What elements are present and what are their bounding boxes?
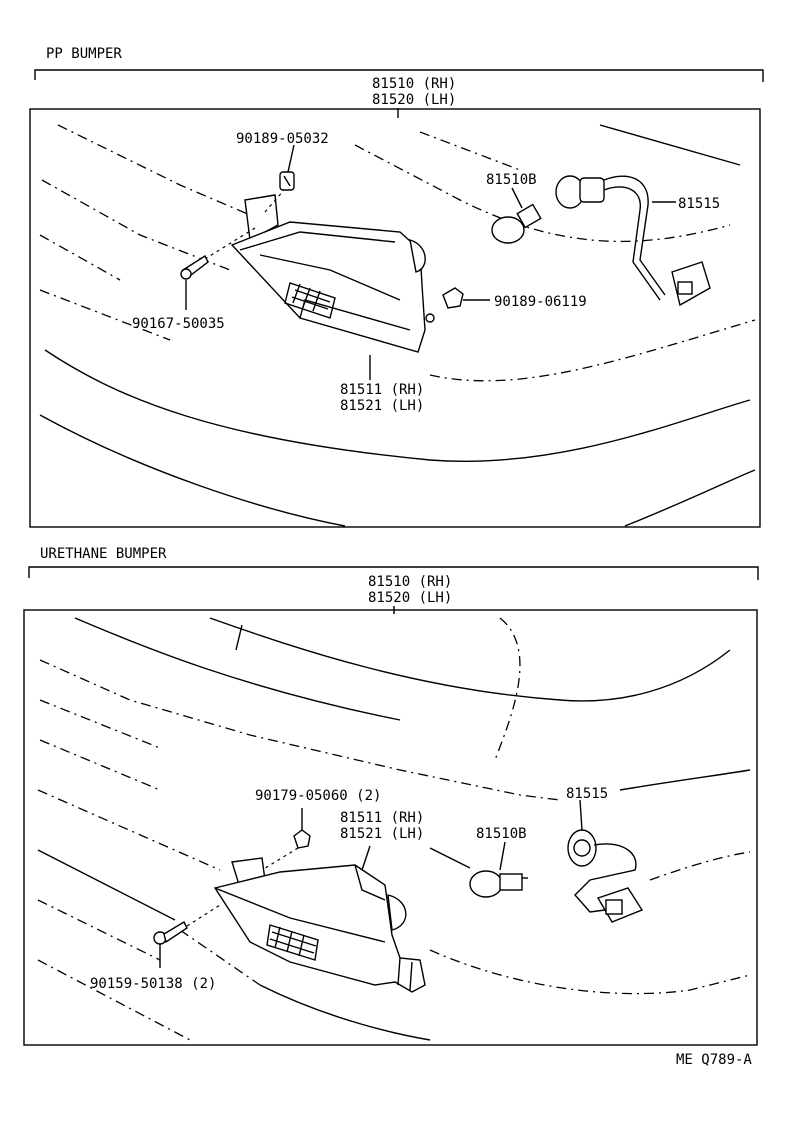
diagram-frame: [29, 108, 761, 528]
body-contour: [74, 617, 401, 721]
socket-wire-icon: [567, 829, 644, 923]
diagram-frame: [23, 609, 758, 1046]
section-urethane-bumper: URETHANE BUMPER 81510 (RH) 81520 (LH) 90…: [23, 546, 759, 1046]
body-contour: [619, 769, 751, 791]
assembly-bracket: [34, 69, 764, 82]
figure-code: ME Q789-A: [676, 1052, 752, 1068]
bulb-icon: [469, 870, 528, 898]
callout-90189-05032: 90189-05032: [236, 131, 329, 147]
body-contour: [37, 899, 161, 961]
callout-lens-rh: 81511 (RH): [340, 382, 424, 398]
callout-90167-50035: 90167-50035: [132, 316, 225, 332]
assembly-number-rh: 81510 (RH): [368, 574, 452, 590]
body-contour: [39, 739, 161, 791]
leader-line: [511, 187, 523, 209]
lamp-grille: [284, 282, 336, 319]
side-marker-lamp: [213, 857, 426, 993]
nut-icon: [293, 829, 311, 849]
body-contour: [429, 319, 756, 382]
body-contour: [235, 624, 243, 651]
screw-icon: [153, 921, 188, 945]
leader-line: [287, 144, 295, 173]
install-line: [264, 189, 285, 213]
side-marker-lamp: [230, 221, 435, 353]
body-contour: [44, 349, 751, 462]
body-contour: [259, 984, 431, 1041]
assembly-number-lh: 81520 (LH): [368, 590, 452, 606]
body-contour: [624, 469, 756, 527]
lamp-grille: [266, 924, 319, 961]
callout-socket-81515: 81515: [566, 786, 608, 802]
install-line: [261, 847, 299, 871]
section-title: PP BUMPER: [46, 46, 122, 62]
leader-line: [361, 845, 371, 871]
body-contour: [179, 929, 261, 986]
body-contour: [39, 289, 171, 341]
body-contour: [429, 949, 751, 995]
leader-line: [429, 847, 471, 869]
body-contour: [209, 617, 731, 702]
body-contour: [39, 234, 121, 281]
body-contour: [37, 959, 191, 1041]
callout-bulb-81510b: 81510B: [486, 172, 537, 188]
body-contour: [599, 124, 741, 166]
leader-line: [579, 799, 583, 831]
body-contour: [419, 131, 521, 171]
assembly-number-lh: 81520 (LH): [372, 92, 456, 108]
assembly-bracket: [28, 566, 759, 580]
callout-90189-06119: 90189-06119: [494, 294, 587, 310]
callout-lens-rh: 81511 (RH): [340, 810, 424, 826]
body-contour: [57, 124, 301, 241]
assembly-number-rh: 81510 (RH): [372, 76, 456, 92]
install-line: [186, 904, 221, 927]
callout-lens-lh: 81521 (LH): [340, 826, 424, 842]
socket-wire-icon: [555, 175, 711, 307]
callout-90179-05060: 90179-05060 (2): [255, 788, 381, 804]
callout-socket-81515: 81515: [678, 196, 720, 212]
section-pp-bumper: PP BUMPER 81510 (RH) 81520 (LH) 90189-05…: [29, 46, 764, 528]
body-contour: [354, 144, 731, 243]
bulb-icon: [491, 203, 542, 244]
leader-line: [499, 841, 506, 871]
body-contour: [649, 851, 751, 881]
body-contour: [37, 789, 221, 871]
clip-nut-icon: [279, 171, 295, 191]
body-contour: [39, 414, 346, 527]
body-contour: [39, 659, 561, 801]
grommet-icon: [442, 287, 464, 309]
body-contour: [37, 849, 176, 921]
callout-bulb-81510b: 81510B: [476, 826, 527, 842]
body-contour: [39, 699, 161, 749]
body-contour: [41, 179, 231, 271]
body-contour: [494, 617, 521, 761]
callout-90159-50138: 90159-50138 (2): [90, 976, 216, 992]
screw-icon: [180, 254, 209, 280]
section-title: URETHANE BUMPER: [40, 546, 167, 562]
callout-lens-lh: 81521 (LH): [340, 398, 424, 414]
